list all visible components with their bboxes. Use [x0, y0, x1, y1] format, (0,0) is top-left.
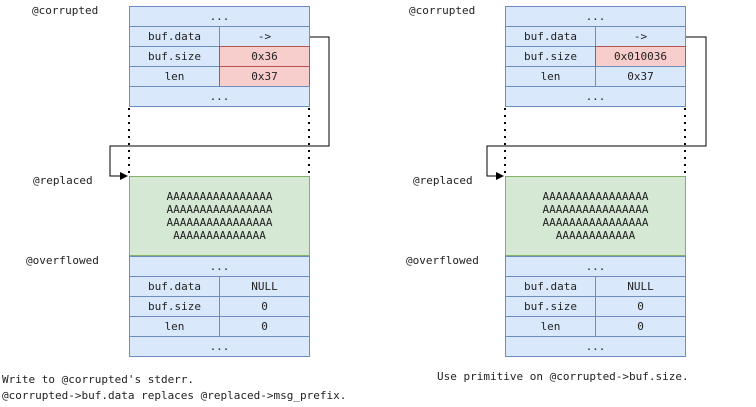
buffer-line: AAAAAAAAAAAAAAAA: [166, 216, 273, 229]
value-len: 0: [595, 316, 686, 337]
overflowed-label: @overflowed: [26, 254, 99, 267]
corrupted-label: @corrupted: [409, 4, 476, 17]
buffer-line: AAAAAAAAAAAAAAAA: [542, 190, 649, 203]
buffer-line: AAAAAAAAAAAAAAAA: [542, 203, 649, 216]
field-len: len: [129, 66, 220, 87]
replaced-buffer: AAAAAAAAAAAAAAAA AAAAAAAAAAAAAAAA AAAAAA…: [505, 176, 686, 256]
value-len: 0: [219, 316, 310, 337]
replaced-label: @replaced: [33, 174, 93, 187]
value-buf-size: 0x010036: [595, 46, 686, 67]
field-buf-data: buf.data: [129, 26, 220, 47]
ellipsis-row: ...: [505, 256, 686, 277]
value-buf-data: ->: [595, 26, 686, 47]
value-len: 0x37: [595, 66, 686, 87]
buffer-line: AAAAAAAAAAAAAA: [173, 229, 266, 242]
field-buf-size: buf.size: [129, 296, 220, 317]
field-buf-data: buf.data: [129, 276, 220, 297]
pointer-arrow-right: [486, 36, 707, 180]
field-buf-data: buf.data: [505, 276, 596, 297]
field-buf-data: buf.data: [505, 26, 596, 47]
ellipsis-row: ...: [129, 6, 310, 27]
value-buf-size: 0: [219, 296, 310, 317]
pointer-arrow-left: [109, 36, 330, 180]
field-buf-size: buf.size: [505, 296, 596, 317]
replaced-buffer: AAAAAAAAAAAAAAAA AAAAAAAAAAAAAAAA AAAAAA…: [129, 176, 310, 256]
overflowed-label: @overflowed: [406, 254, 479, 267]
value-buf-size: 0: [595, 296, 686, 317]
caption-line: @corrupted->buf.data replaces @replaced-…: [2, 389, 347, 402]
field-buf-size: buf.size: [505, 46, 596, 67]
caption-line: Use primitive on @corrupted->buf.size.: [437, 370, 689, 383]
caption-left: Write to @corrupted's stderr. @corrupted…: [2, 372, 346, 404]
ellipsis-row: ...: [505, 6, 686, 27]
buffer-line: AAAAAAAAAAAA: [555, 229, 636, 242]
ellipsis-row: ...: [129, 336, 310, 357]
field-len: len: [129, 316, 220, 337]
ellipsis-row: ...: [505, 336, 686, 357]
buffer-line: AAAAAAAAAAAAAAAA: [166, 203, 273, 216]
value-buf-data: ->: [219, 26, 310, 47]
field-buf-size: buf.size: [129, 46, 220, 67]
buffer-line: AAAAAAAAAAAAAAAA: [166, 190, 273, 203]
value-buf-data: NULL: [595, 276, 686, 297]
value-len: 0x37: [219, 66, 310, 87]
field-len: len: [505, 66, 596, 87]
field-len: len: [505, 316, 596, 337]
value-buf-data: NULL: [219, 276, 310, 297]
caption-right: Use primitive on @corrupted->buf.size.: [437, 369, 689, 385]
buffer-line: AAAAAAAAAAAAAAAA: [542, 216, 649, 229]
replaced-label: @replaced: [413, 174, 473, 187]
ellipsis-row: ...: [505, 86, 686, 107]
ellipsis-row: ...: [129, 256, 310, 277]
caption-line: Write to @corrupted's stderr.: [2, 373, 195, 386]
value-buf-size: 0x36: [219, 46, 310, 67]
corrupted-label: @corrupted: [32, 4, 99, 17]
ellipsis-row: ...: [129, 86, 310, 107]
